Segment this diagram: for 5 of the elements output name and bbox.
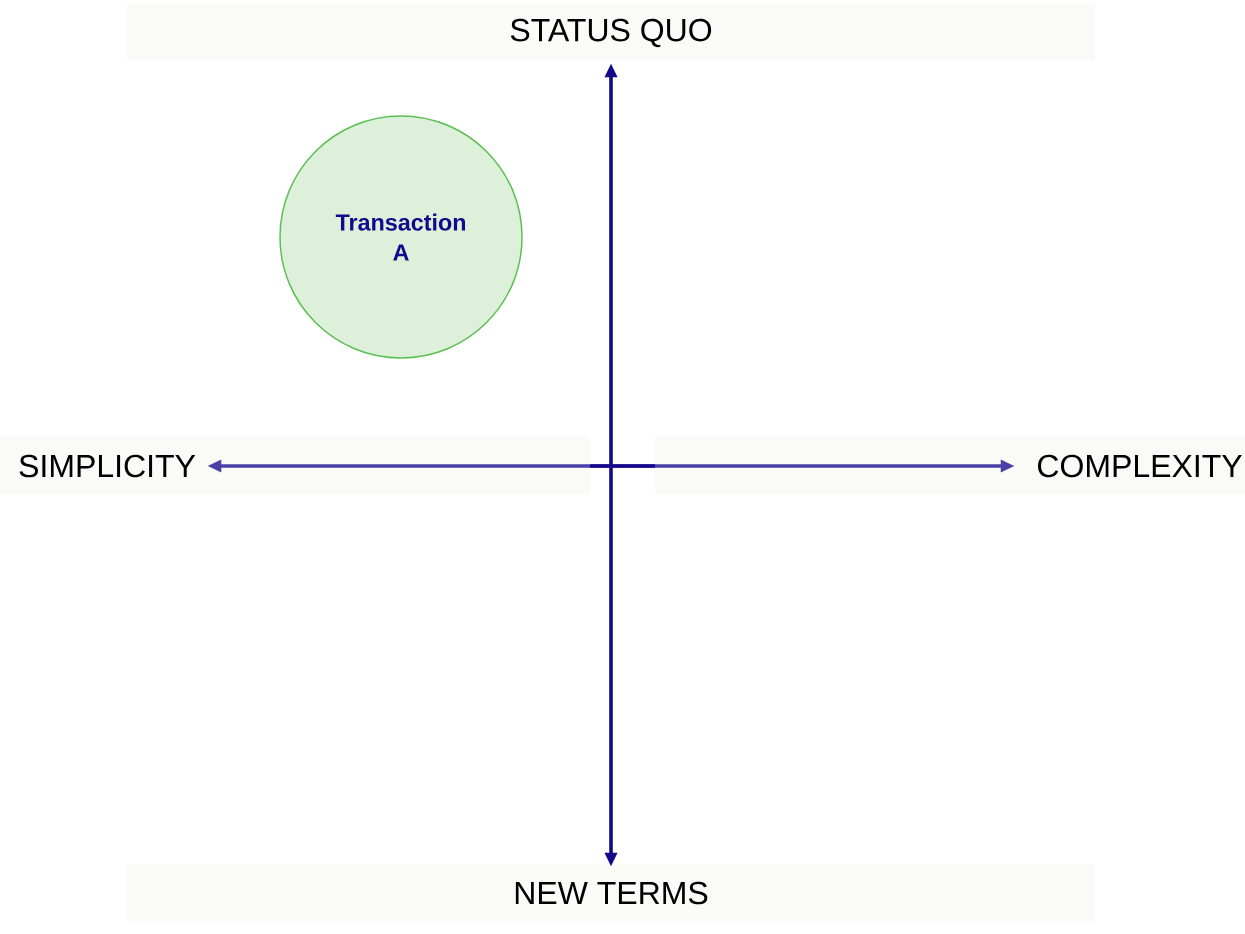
bubble: Transaction A (279, 115, 523, 359)
axis-title: SIMPLICITY (19, 454, 196, 478)
axis-title: NEW TERMS (515, 881, 708, 905)
axis-title: STATUS QUO (510, 18, 712, 48)
axis-title: COMPLEXITY (1038, 454, 1242, 478)
